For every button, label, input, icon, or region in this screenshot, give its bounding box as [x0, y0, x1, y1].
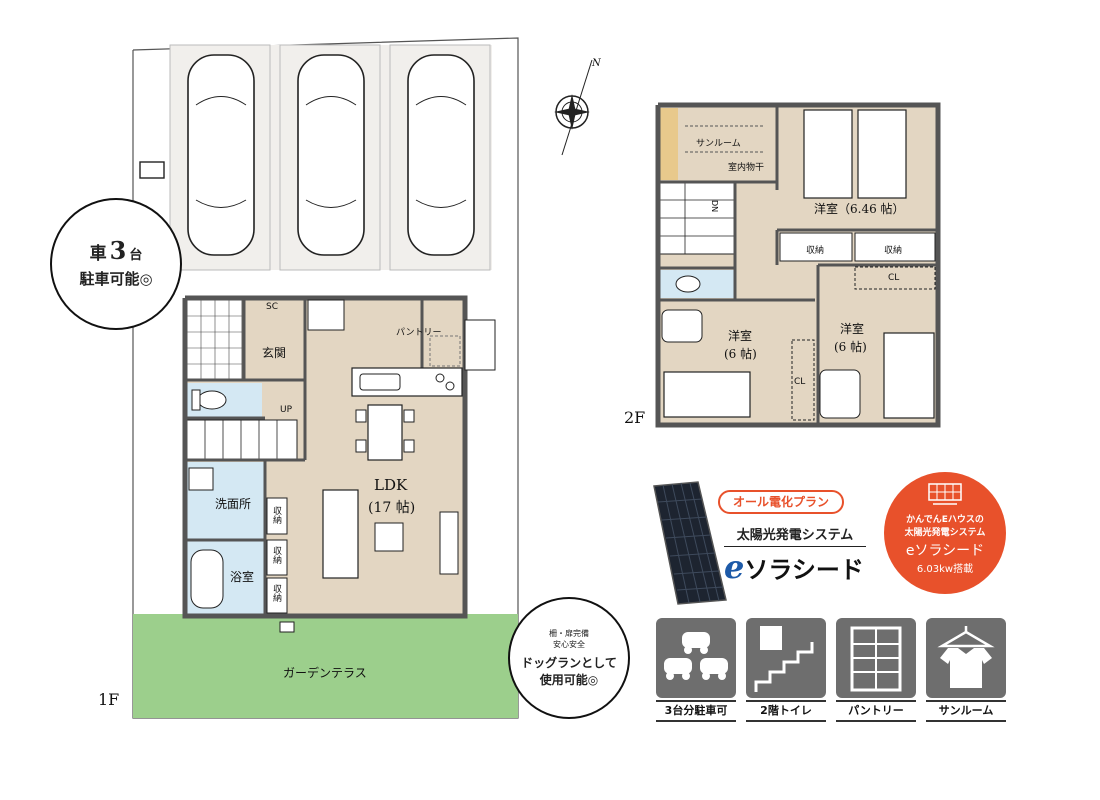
floor-label-1f: 1F: [98, 690, 120, 709]
all-electric-plan-pill: オール電化プラン: [718, 490, 844, 514]
room-label-sunroom: サンルーム: [696, 139, 741, 149]
room-label-2f-a-size: (6 帖): [724, 347, 757, 361]
closet-label-2f-1: CL: [888, 273, 900, 283]
feature-label-toilet: 2階トイレ: [746, 700, 826, 722]
room-label-2f-b-size: (6 帖): [834, 340, 867, 354]
room-label-senmenjo: 洗面所: [215, 497, 252, 511]
room-label-indoor-dry: 室内物干: [728, 163, 765, 173]
feature-label-pantry: パントリー: [836, 700, 916, 722]
esolar-seed-logo: eソラシード: [724, 548, 864, 586]
storage-label-3: 収納: [271, 584, 281, 602]
solar-roof-icon: [928, 483, 962, 505]
solar-system-name: 太陽光発電システム: [724, 524, 866, 547]
compass-rose-icon: [554, 59, 593, 156]
dogrun-callout-bubble: 柵・扉完備 安心安全 ドッグランとして 使用可能◎: [508, 597, 630, 719]
storage-label-2f-1: 収納: [806, 246, 825, 256]
room-label-2f-b: 洋室: [840, 322, 865, 336]
stairs-up-label: UP: [280, 405, 293, 415]
storage-label-2: 収納: [271, 546, 281, 564]
room-label-yokushitsu: 浴室: [230, 570, 255, 584]
cars-icon: [656, 618, 736, 698]
floor-label-2f: 2F: [624, 408, 646, 427]
kanden-solar-badge: かんでんEハウスの 太陽光発電システム eソラシード 6.03kw搭載: [884, 472, 1006, 594]
toilet-stairs-icon: [746, 618, 826, 698]
room-label-pantry: パントリー: [396, 328, 442, 338]
garden-terrace-label: ガーデンテラス: [283, 666, 367, 680]
room-label-sc: SC: [266, 302, 278, 312]
pantry-shelf-icon: [836, 618, 916, 698]
compass-north-label: N: [592, 58, 601, 69]
parking-callout-line2: 駐車可能◎: [79, 270, 153, 288]
storage-label-1: 収納: [271, 506, 281, 524]
closet-label-2f-2: CL: [794, 377, 806, 387]
room-label-master: 洋室（6.46 帖）: [814, 202, 905, 216]
room-label-ldk: LDK: [374, 476, 408, 494]
floor-2-plan: [655, 102, 941, 428]
solar-panel-icon: [653, 481, 727, 605]
room-label-genkan: 玄関: [262, 346, 287, 360]
room-label-2f-a: 洋室: [728, 329, 753, 343]
floor-1-plan: [132, 37, 519, 719]
feature-label-sunroom: サンルーム: [926, 700, 1006, 722]
shirt-hanger-icon: [926, 618, 1006, 698]
feature-label-parking: 3台分駐車可: [656, 700, 736, 722]
storage-label-2f-2: 収納: [884, 246, 903, 256]
room-label-ldk-size: (17 帖): [368, 500, 416, 516]
stairs-dn-label: DN: [710, 200, 719, 213]
